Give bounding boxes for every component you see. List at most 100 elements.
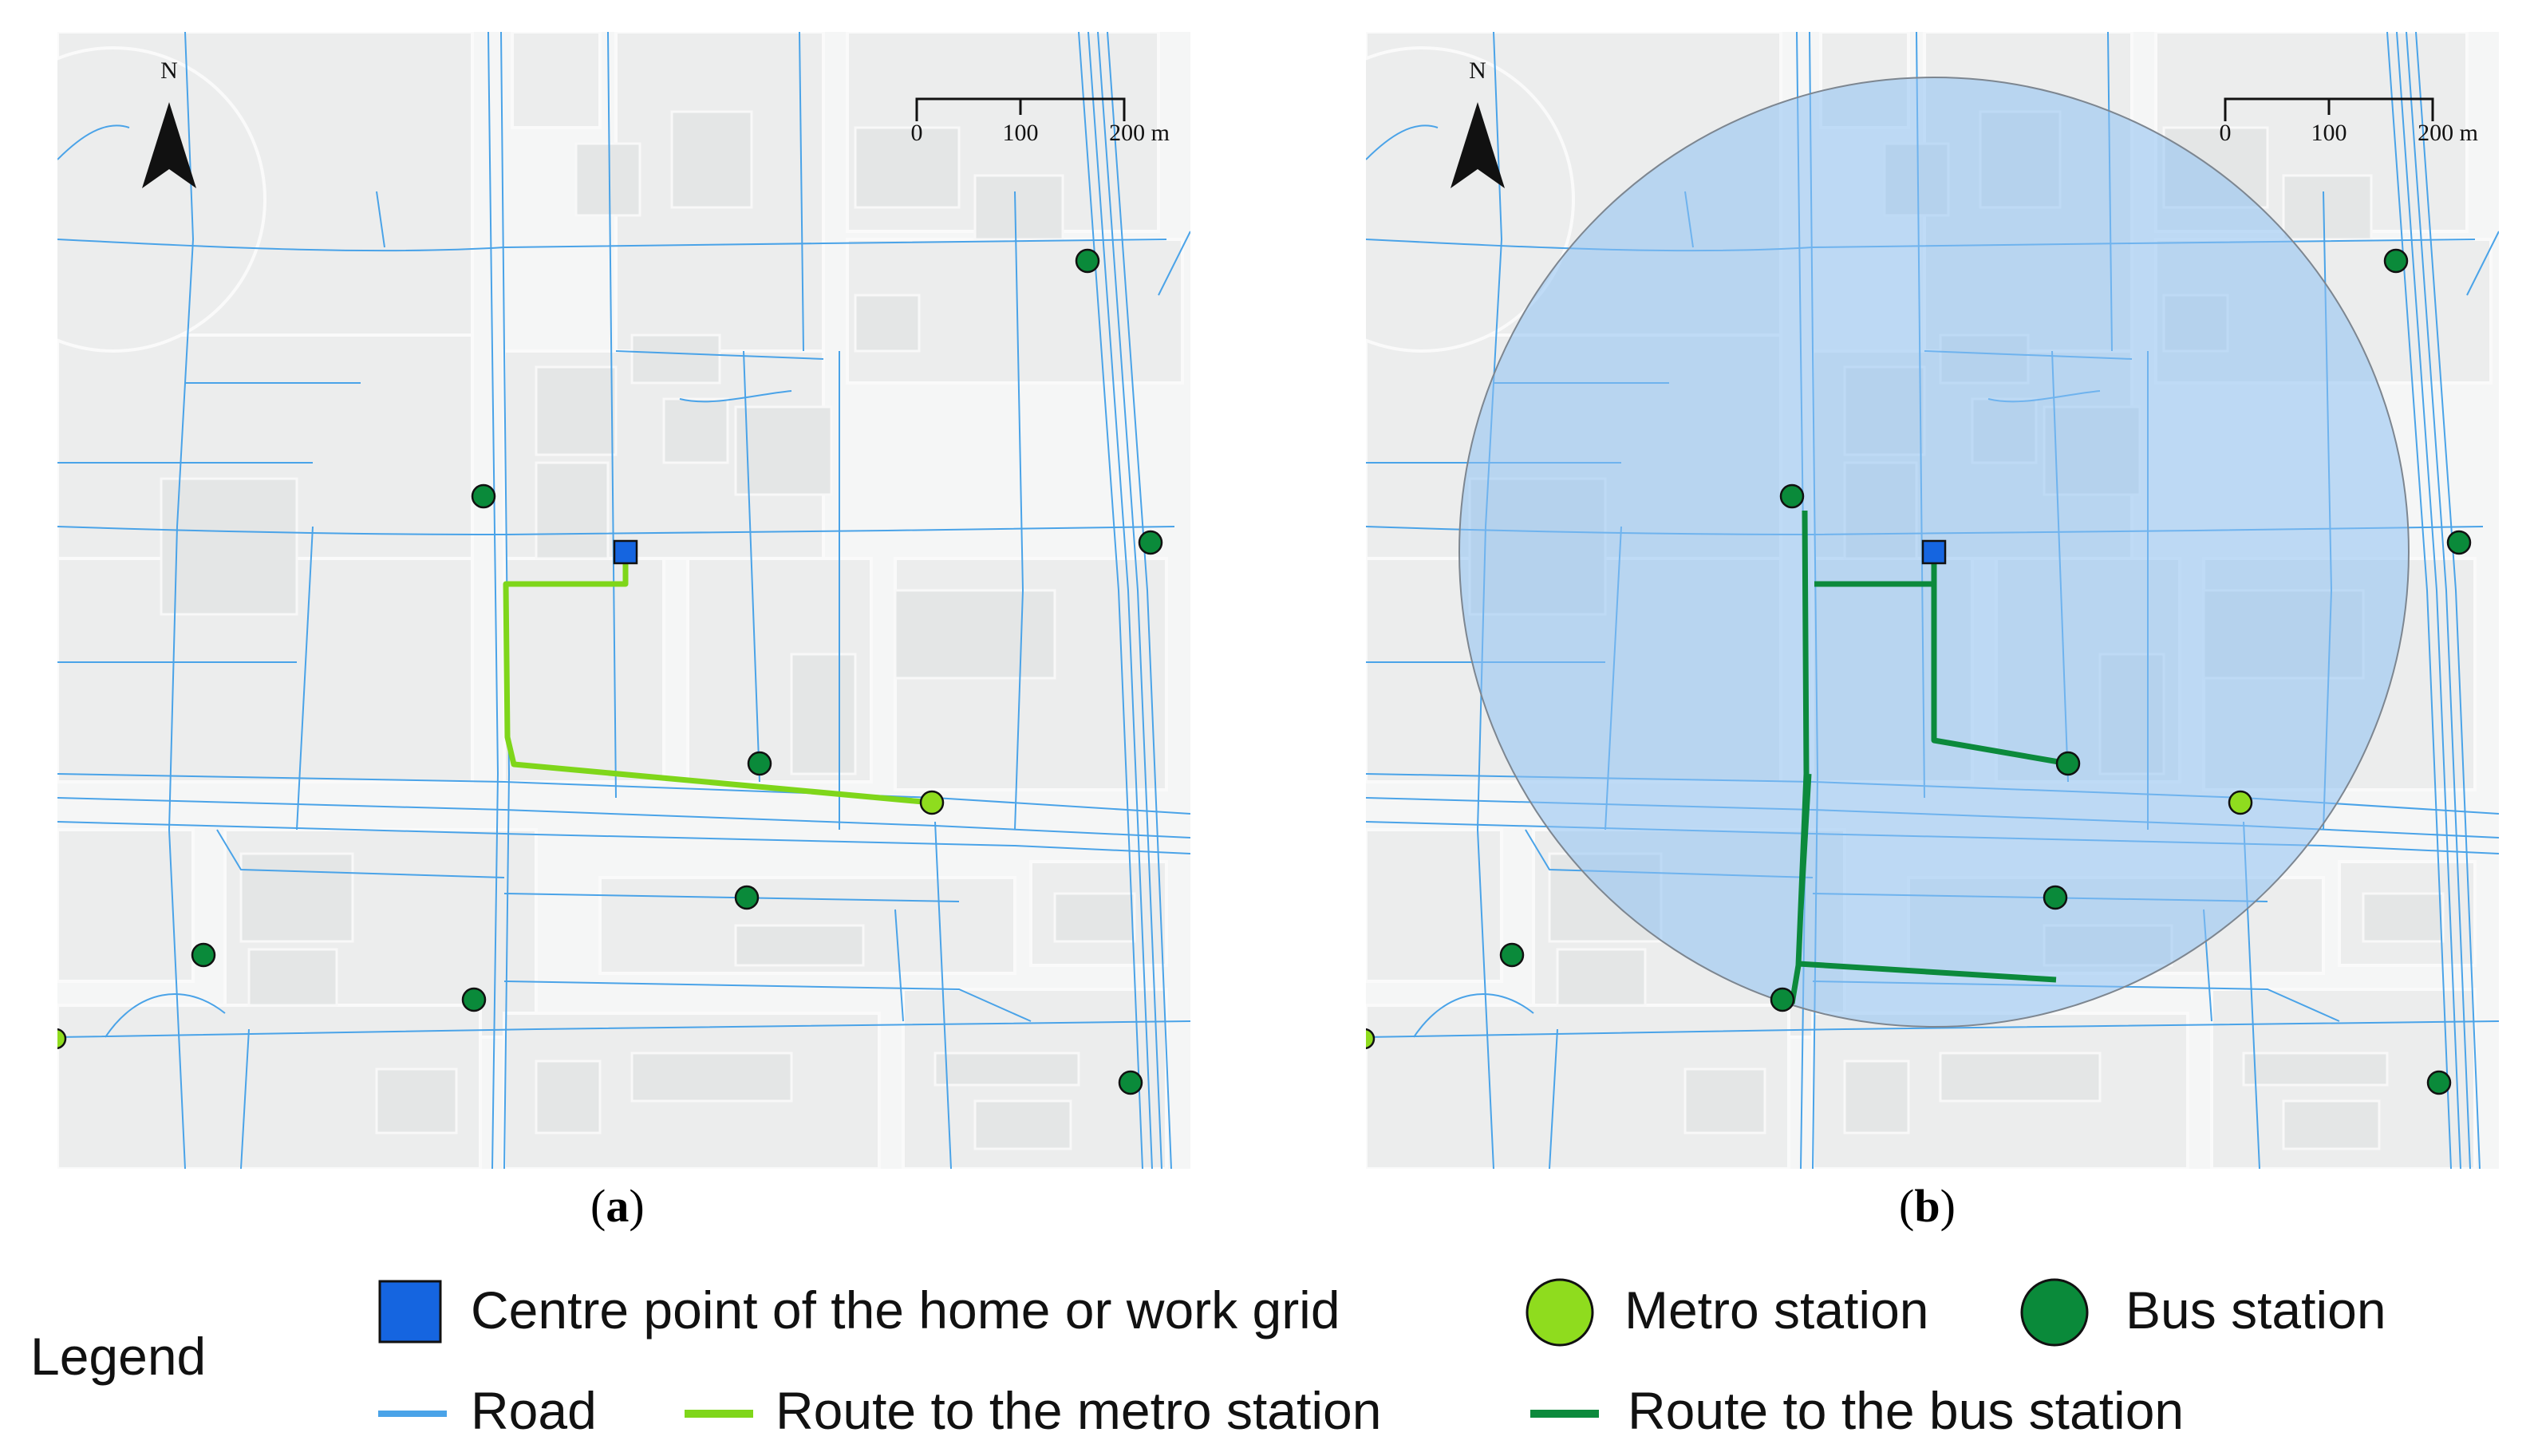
building (973, 1099, 1072, 1150)
road (296, 526, 314, 831)
building (854, 126, 961, 209)
north-arrow-right-half (1478, 102, 1505, 188)
legend-metro-route-label: Route to the metro station (776, 1381, 1382, 1440)
building (670, 110, 753, 209)
legend-centre-square-icon (378, 1280, 442, 1344)
city-block (503, 557, 665, 783)
bus-station-marker (2446, 530, 2472, 555)
building (973, 174, 1064, 241)
legend-metro-route-line-icon (685, 1410, 753, 1418)
building (535, 365, 618, 456)
building (375, 1067, 458, 1134)
road (1087, 32, 1153, 1169)
bus-station-marker (1138, 530, 1163, 555)
centre-point-marker (613, 539, 638, 565)
north-arrow-right-half (169, 102, 196, 188)
scale-bar (2224, 97, 2434, 121)
legend-bus-circle-icon (2020, 1278, 2089, 1347)
north-arrow-icon (142, 102, 196, 188)
road (57, 526, 1175, 536)
building (2242, 1052, 2389, 1087)
bus-station-marker (461, 987, 487, 1012)
metro-station-marker (1366, 1028, 1376, 1050)
road (57, 1020, 1190, 1038)
building (854, 294, 921, 353)
circular-plaza-b (1366, 46, 1575, 353)
north-arrow-left-half (1451, 102, 1478, 188)
road (1158, 231, 1190, 296)
building (535, 461, 610, 560)
building (662, 397, 729, 464)
road (57, 821, 1190, 854)
legend-centre-label: Centre point of the home or work grid (471, 1280, 1340, 1340)
route-to-bus-station (1789, 510, 2069, 1004)
road (1014, 191, 1024, 831)
centre-point-marker (1921, 539, 1947, 565)
panel-label-b: (b) (1899, 1180, 1956, 1232)
building (1053, 892, 1136, 943)
road (376, 191, 385, 248)
legend-bus-route-line-icon (1530, 1410, 1599, 1418)
road (487, 32, 499, 1169)
scale-bar-line (915, 97, 1126, 121)
scale-bar (915, 97, 1126, 121)
bus-station-marker (1770, 987, 1795, 1012)
building (894, 589, 1056, 680)
scale-bar-tick-label: 100 (1003, 120, 1039, 146)
road (894, 909, 904, 1022)
bus-station-marker (1499, 942, 1525, 968)
scale-bar-tick-label: 100 (2311, 120, 2347, 146)
route-to-metro-station (503, 552, 933, 806)
legend-road-label: Road (471, 1381, 597, 1440)
building (574, 142, 641, 217)
scale-bar-tick-label: 200 m (1109, 120, 1170, 146)
legend-metro-circle-icon (1526, 1278, 1594, 1347)
bus-station-marker (1779, 483, 1805, 509)
building (1843, 1059, 1910, 1134)
building (630, 1052, 793, 1103)
road (240, 1028, 250, 1169)
scale-bar-tick-label: 0 (911, 120, 923, 146)
road (503, 981, 1032, 1022)
building (247, 948, 338, 1007)
road (105, 993, 226, 1038)
building (790, 653, 857, 775)
metro-station-marker (919, 790, 945, 815)
map-panel-a: N 0 100 200 m (57, 32, 1190, 1169)
north-arrow-left-half (142, 102, 169, 188)
city-block (1029, 860, 1168, 967)
north-label: N (160, 57, 178, 84)
legend-bus-label: Bus station (2125, 1280, 2386, 1340)
building (1939, 1052, 2102, 1103)
building (630, 333, 721, 385)
road (743, 350, 760, 783)
road (1549, 1028, 1558, 1169)
road (615, 350, 824, 360)
road (57, 797, 1190, 838)
building (535, 1059, 602, 1134)
road (1366, 124, 1439, 160)
bus-station-marker (2426, 1070, 2452, 1095)
legend-metro-label: Metro station (1624, 1280, 1929, 1340)
north-arrow-icon (1451, 102, 1505, 188)
road (2406, 32, 2471, 1169)
building (734, 405, 833, 496)
road (503, 893, 960, 902)
bus-station-marker (2055, 751, 2081, 776)
road (500, 32, 511, 1169)
metro-station-marker (57, 1028, 67, 1050)
road (1413, 993, 1534, 1038)
building (933, 1052, 1080, 1087)
road (1078, 32, 1143, 1169)
scale-bar-tick-label: 0 (2220, 120, 2232, 146)
road (934, 821, 952, 1169)
bus-station-marker (2383, 248, 2409, 274)
road (799, 32, 804, 352)
scale-bar-line (2224, 97, 2434, 121)
building (1683, 1067, 1766, 1134)
bus-station-marker (191, 942, 216, 968)
building (239, 852, 354, 943)
scale-bar-tick-label: 200 m (2418, 120, 2478, 146)
road (1097, 32, 1162, 1169)
